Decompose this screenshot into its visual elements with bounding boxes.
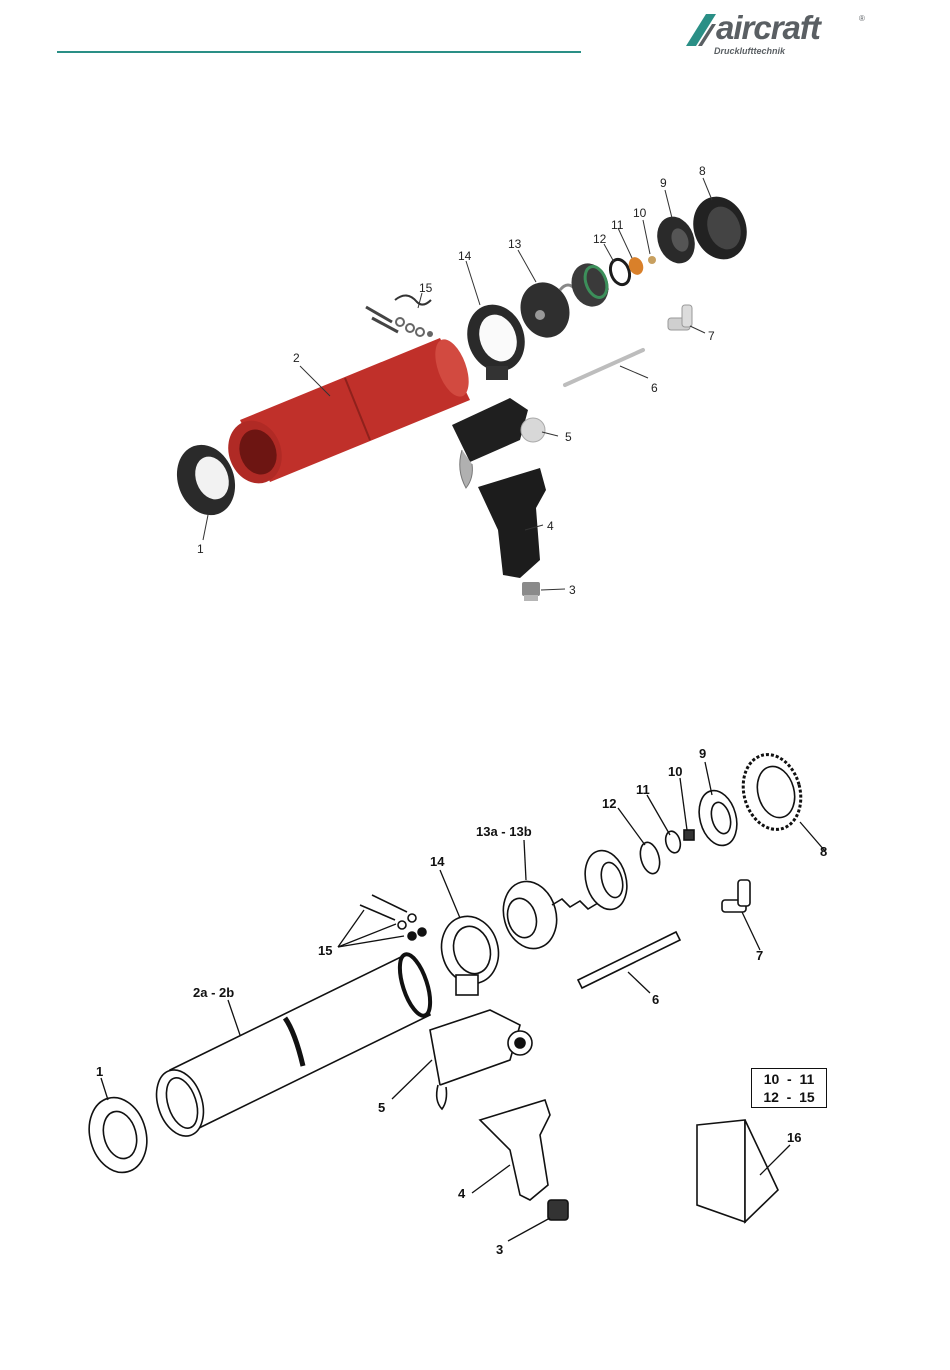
line-label-10: 10 (668, 764, 682, 779)
line-part-9-cap (693, 786, 742, 849)
line-part-13-piston (496, 846, 633, 955)
line-part-16-pouch (697, 1120, 778, 1222)
line-label-7: 7 (756, 948, 763, 963)
line-label-6: 6 (652, 992, 659, 1007)
line-part-10-nut (684, 830, 694, 840)
line-label-5: 5 (378, 1100, 385, 1115)
kit-box-row-1: 10 - 11 (752, 1070, 826, 1088)
line-label-4: 4 (458, 1186, 466, 1201)
line-label-15: 15 (318, 943, 332, 958)
line-label-16: 16 (787, 1130, 801, 1145)
line-label-8: 8 (820, 844, 827, 859)
line-part-11-washer (663, 830, 682, 855)
line-part-4-handle (480, 1100, 550, 1200)
line-part-14-collar (434, 910, 506, 995)
line-label-14: 14 (430, 854, 445, 869)
line-part-2-tube (149, 951, 437, 1142)
line-part-1-end-ring (81, 1091, 155, 1179)
kit-box-row-2: 12 - 15 (752, 1088, 826, 1106)
line-label-9: 9 (699, 746, 706, 761)
line-part-15-screws (360, 895, 426, 940)
line-label-1: 1 (96, 1064, 103, 1079)
line-part-8-knurled-nut (735, 748, 809, 836)
line-part-6-rod (578, 932, 680, 988)
line-part-3-fitting (548, 1200, 568, 1220)
kit-box: 10 - 11 12 - 15 (751, 1068, 827, 1108)
line-label-13a-13b: 13a - 13b (476, 824, 532, 839)
line-part-7-elbow (722, 880, 750, 912)
line-label-2a-2b: 2a - 2b (193, 985, 234, 1000)
line-label-11: 11 (636, 782, 650, 797)
line-part-12-o-ring (637, 840, 663, 876)
line-label-12: 12 (602, 796, 616, 811)
line-label-3: 3 (496, 1242, 503, 1257)
line-part-5-head (430, 1010, 532, 1109)
